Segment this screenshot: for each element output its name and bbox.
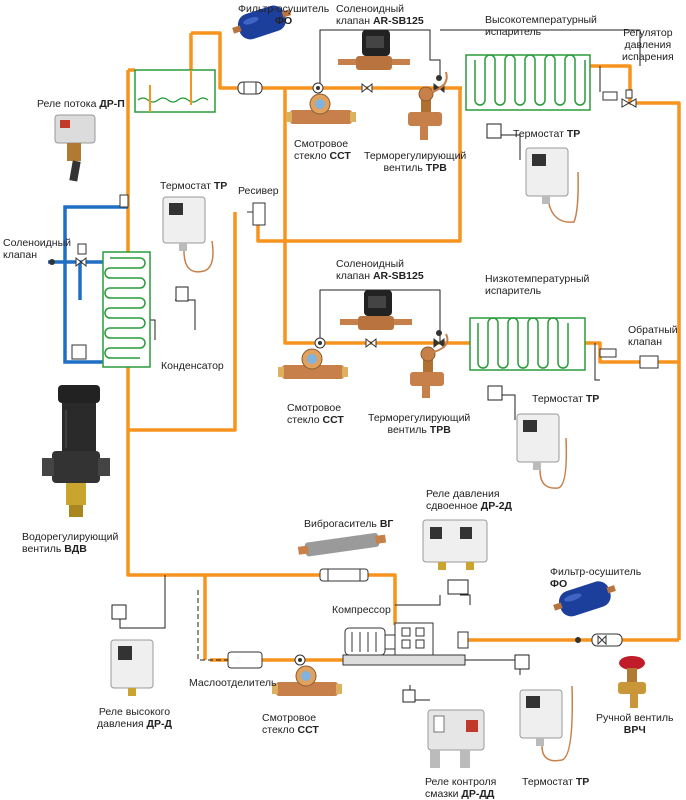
pressure-regulator-valve	[602, 89, 637, 108]
oil-relay-picture	[427, 709, 485, 768]
oil-separator-symbol	[227, 651, 306, 669]
high-pressure-relay-picture	[110, 639, 154, 696]
inline-filter-top	[237, 81, 263, 95]
inline-trv-mid	[433, 330, 445, 349]
filter-drier-bottom-picture	[553, 581, 616, 617]
flow-relay-label: Реле потока ДР-П	[37, 98, 125, 110]
thermostat-condenser-picture	[162, 196, 214, 273]
inline-sight-glass-mid	[314, 337, 326, 349]
vibration-damper-label: Виброгаситель ВГ	[304, 518, 394, 530]
thermostat-high-picture	[525, 147, 579, 223]
high-temp-evaporator-coil	[465, 54, 591, 111]
vibration-damper-symbol	[319, 568, 369, 582]
dual-pressure-relay-picture	[422, 519, 488, 570]
solenoid-valve-mid-picture	[340, 290, 412, 330]
thermostat-low-label: Термостат ТР	[532, 393, 600, 405]
vibration-damper-picture	[297, 533, 387, 557]
inline-sight-glass-top	[312, 82, 324, 94]
trv-2-picture	[410, 333, 449, 398]
inline-solenoid-mid	[365, 337, 377, 349]
oil-separator-label: Маслоотделитель	[189, 677, 277, 689]
manual-valve-picture	[618, 656, 646, 708]
thermostat-condenser-label: Термостат ТР	[160, 180, 228, 192]
low-temp-evaporator-coil	[469, 317, 586, 371]
inline-solenoid-top	[361, 82, 373, 94]
receiver-tank-top	[134, 69, 216, 113]
thermostat-high-label: Термостат ТР	[513, 128, 581, 140]
solenoid-valve-top-picture	[338, 30, 410, 70]
water-valve-symbol	[71, 194, 129, 360]
filter-drier-top-picture	[232, 5, 292, 40]
filter-bottom-symbol	[575, 633, 623, 647]
compressor-unit	[342, 622, 469, 666]
solenoid-water-symbol	[49, 243, 87, 268]
receiver-symbol	[247, 202, 266, 226]
sight-glass-3-picture	[272, 665, 342, 696]
check-valve-symbol	[599, 348, 659, 369]
condenser-coil	[102, 251, 151, 368]
sight-glass-2-picture	[278, 348, 348, 379]
water-regulating-valve-picture	[42, 385, 110, 517]
condenser-label: Конденсатор	[161, 360, 224, 372]
wiring-boxes	[111, 123, 530, 703]
thermostat-bottom-picture	[519, 685, 574, 762]
thermostat-low-picture	[516, 413, 568, 489]
receiver-label: Ресивер	[238, 185, 279, 197]
trv-1-picture	[408, 71, 448, 140]
compressor-label: Компрессор	[332, 604, 391, 616]
sight-glass-1-picture	[286, 93, 356, 124]
thermostat-bottom-label: Термостат ТР	[522, 776, 590, 788]
flow-relay-picture	[54, 114, 96, 182]
